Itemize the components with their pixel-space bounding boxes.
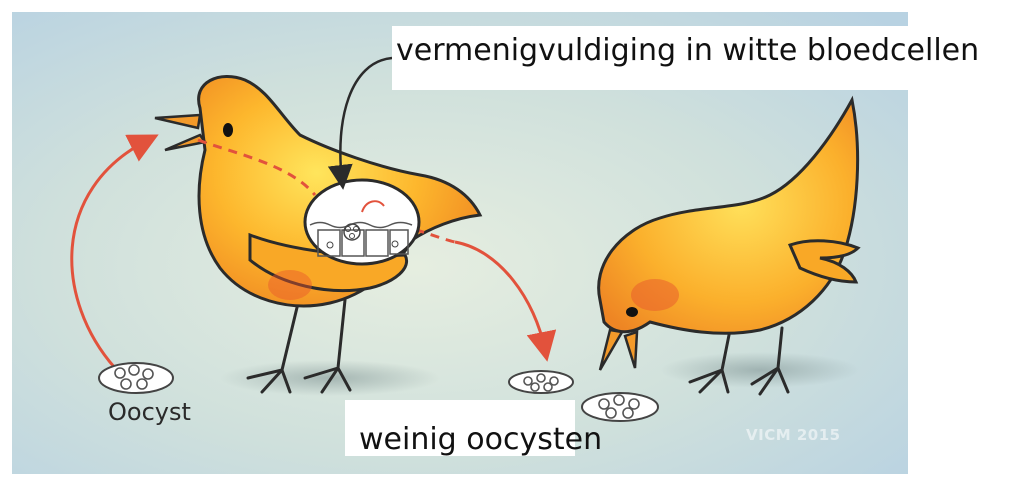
oocyst-plate-right <box>582 393 658 421</box>
oocyst-plate-middle <box>509 371 573 393</box>
oocyst-plate-left <box>99 363 173 393</box>
label-few-oocysts: weinig oocysten <box>345 400 575 456</box>
label-white-blood-cell-multiplication: vermenigvuldiging in witte bloedcellen <box>392 26 912 90</box>
label-oocyst: Oocyst <box>108 398 191 426</box>
watermark-logo: VICM 2015 <box>746 426 841 444</box>
